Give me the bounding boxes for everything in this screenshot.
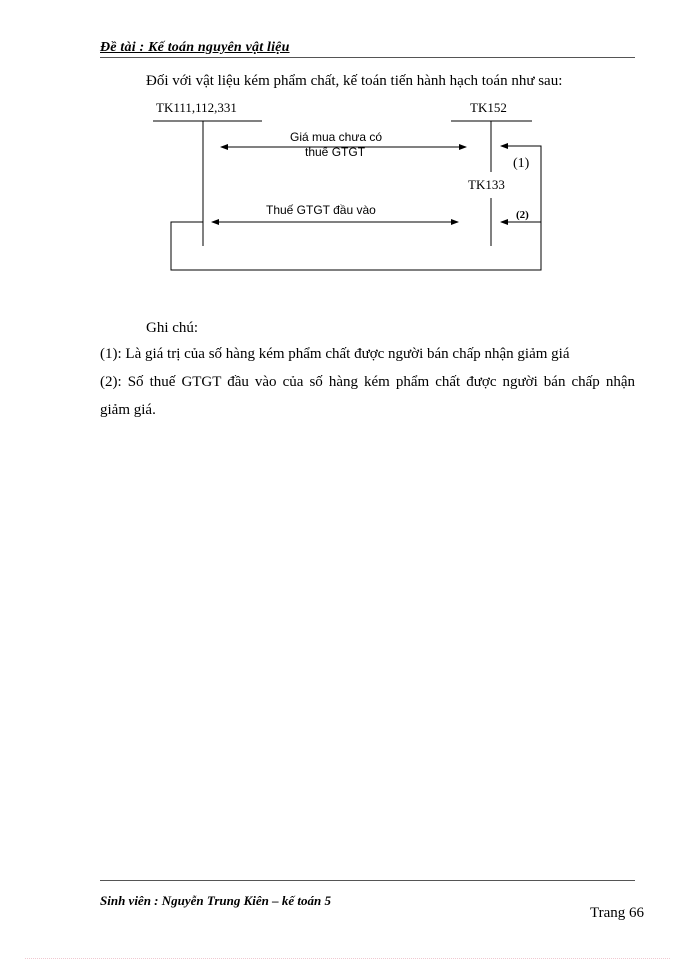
account-label: TK152 xyxy=(470,100,507,115)
page-number: Trang 66 xyxy=(590,905,645,921)
marker-2: (2) xyxy=(516,209,529,221)
note-item-2: (2): Số thuế GTGT đầu vào của số hàng ké… xyxy=(100,374,635,390)
account-label: TK133 xyxy=(468,177,505,192)
account-tk111-112-331: TK111,112,331 xyxy=(153,100,262,246)
page-boundary xyxy=(25,958,670,959)
marker-1: (1) xyxy=(513,156,530,171)
header-divider xyxy=(100,57,635,58)
account-tk133: TK133 xyxy=(468,177,505,246)
note-item-2-continued: giảm giá. xyxy=(100,402,156,418)
flow-purchase-price: Giá mua chưa có thuế GTGT xyxy=(220,130,467,159)
intro-paragraph: Đối với vật liệu kém phẩm chất, kế toán … xyxy=(146,73,563,89)
note-item-1: (1): Là giá trị của số hàng kém phẩm chấ… xyxy=(100,346,570,362)
notes-title: Ghi chú: xyxy=(146,320,199,336)
footer-divider xyxy=(100,880,635,881)
flow-label: Thuế GTGT đầu vào xyxy=(266,203,376,217)
return-loop: (1) (2) xyxy=(170,143,542,271)
flow-label-line2: thuế GTGT xyxy=(305,145,366,159)
document-title: Đề tài : Kế toán nguyên vật liệu xyxy=(100,40,290,55)
account-tk152: TK152 xyxy=(451,100,532,172)
account-label: TK111,112,331 xyxy=(156,100,237,115)
footer-author: Sinh viên : Nguyễn Trung Kiên – kế toán … xyxy=(100,893,332,908)
flow-label: Giá mua chưa có xyxy=(290,130,382,144)
flow-input-vat: Thuế GTGT đầu vào xyxy=(211,203,459,225)
